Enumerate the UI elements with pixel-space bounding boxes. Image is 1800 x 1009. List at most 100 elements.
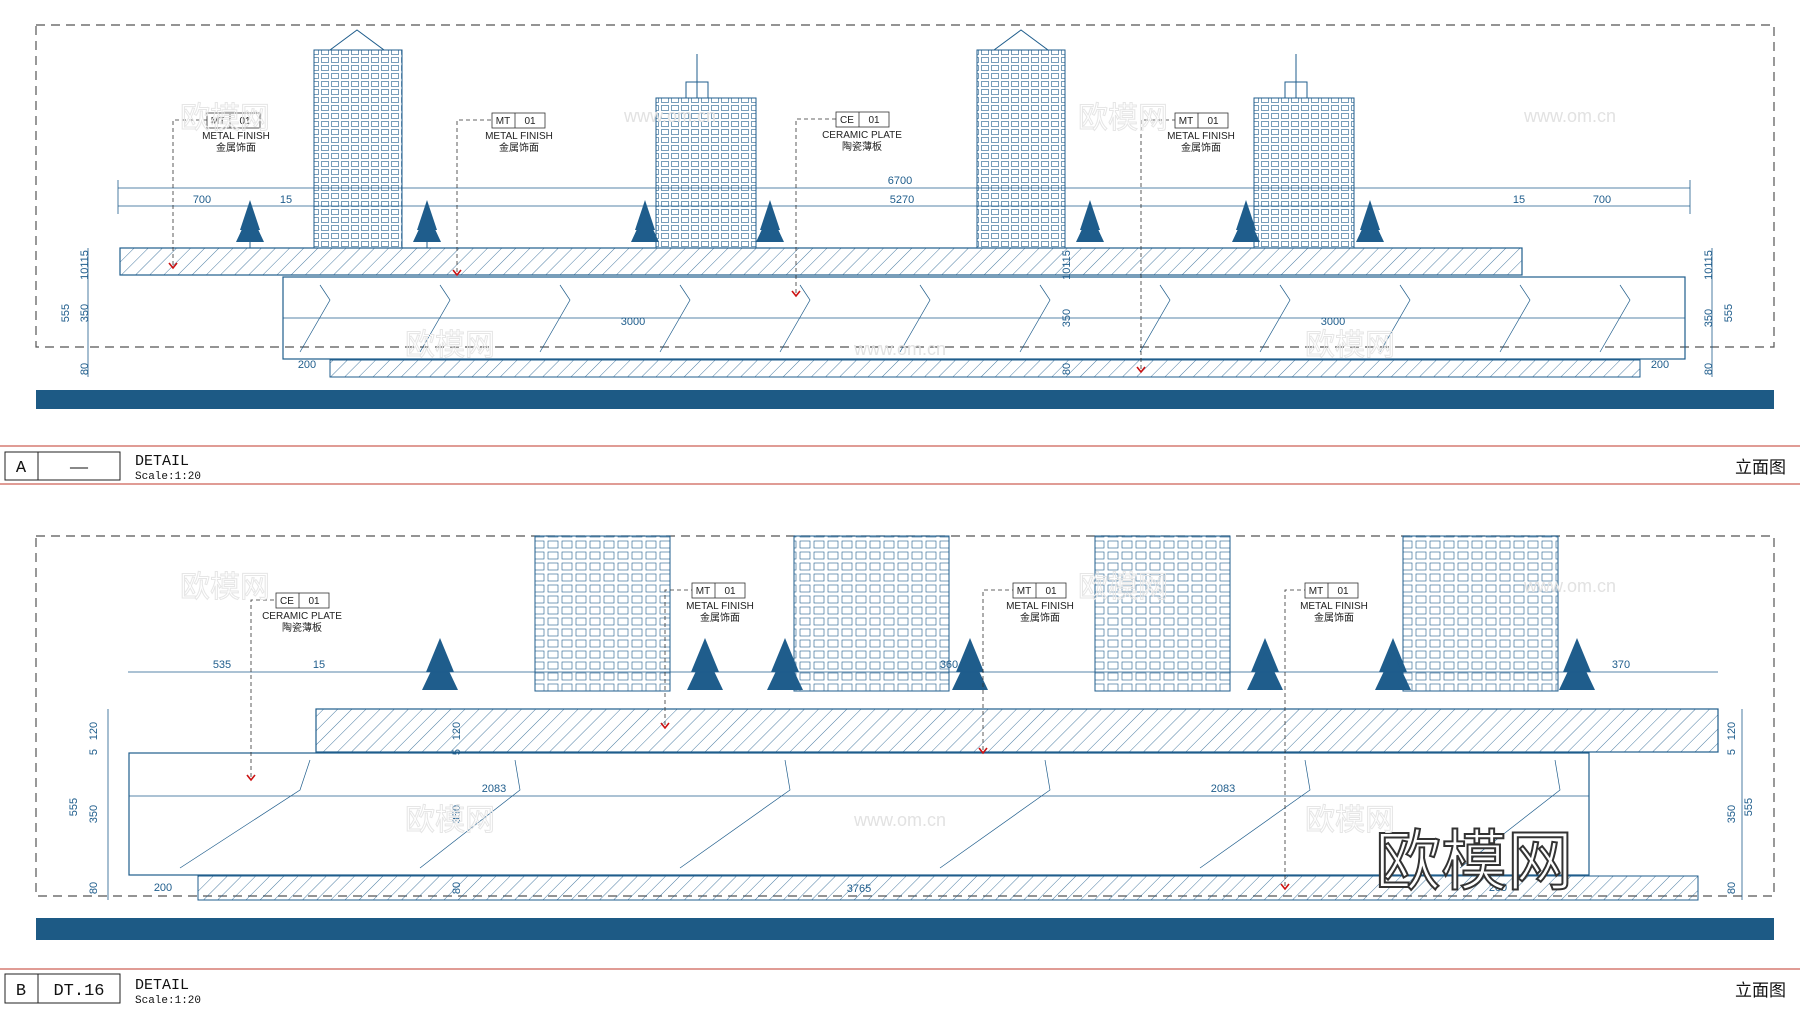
- detail-a-dimension-text: 6700 5270 700 15 15 700 3000 3000 200 20…: [60, 175, 1735, 375]
- watermark-faint: 欧模网: [1305, 804, 1395, 837]
- detail-view-name: 立面图: [1735, 981, 1786, 1000]
- watermark-url: www.om.cn: [623, 106, 716, 126]
- dim-height-mid-left: 350: [88, 805, 100, 823]
- dim-height-mid-center: 350: [1061, 309, 1073, 327]
- callout-code: MT: [496, 116, 510, 127]
- detail-a-ground-bar: [36, 390, 1774, 409]
- dim-bottom: 3765: [847, 883, 871, 895]
- tree-icon: [1076, 200, 1104, 242]
- detail-view-name: 立面图: [1735, 458, 1786, 477]
- detail-b-callout-4: MT 01 METAL FINISH 金属饰面: [1280, 582, 1368, 891]
- tower-icon: [1253, 54, 1355, 249]
- detail-b-callout-3: MT 01 METAL FINISH 金属饰面: [978, 582, 1074, 755]
- callout-code: MT: [1179, 116, 1193, 127]
- detail-a-callout-3: CE 01 CERAMIC PLATE 陶瓷薄板: [791, 111, 902, 298]
- detail-b-stone-texture: [179, 759, 1561, 869]
- tree-icon: [756, 200, 784, 242]
- dim-span-right: 2083: [1211, 783, 1235, 795]
- detail-ref: DT.16: [53, 982, 104, 1001]
- tree-icon: [767, 638, 803, 690]
- callout-label-cn: 金属饰面: [1181, 141, 1221, 154]
- callout-label-en: METAL FINISH: [1300, 601, 1368, 612]
- dim-plinth-left: 200: [154, 882, 172, 894]
- dim-height-mid-center: 350: [451, 805, 463, 823]
- detail-a-stone-texture: [299, 284, 1631, 353]
- callout-label-cn: 陶瓷薄板: [282, 621, 322, 634]
- callout-label-en: METAL FINISH: [1006, 601, 1074, 612]
- dim-height-mid-left: 350: [79, 304, 91, 322]
- callout-label-en: METAL FINISH: [202, 131, 270, 142]
- tree-icon: [1356, 200, 1384, 242]
- dim-height-total-right: 555: [1723, 304, 1735, 322]
- dim-span-right: 3000: [1321, 316, 1345, 328]
- detail-b-base-strip: [197, 875, 1699, 901]
- watermark-faint: 欧模网: [180, 102, 270, 135]
- dim-height-total-left: 555: [68, 798, 80, 816]
- callout-num: 01: [308, 596, 320, 607]
- dim-right: 370: [1612, 659, 1630, 671]
- detail-ref: ——: [69, 460, 89, 477]
- detail-scale: Scale:1:20: [135, 995, 201, 1007]
- dim-plinth-right: 200: [1489, 882, 1507, 894]
- callout-label-cn: 金属饰面: [499, 141, 539, 154]
- dim-height-total-left: 555: [60, 304, 72, 322]
- dim-span-left: 3000: [621, 316, 645, 328]
- callout-label-en: METAL FINISH: [1167, 131, 1235, 142]
- dim-span-left: 2083: [482, 783, 506, 795]
- tower-icon: [655, 54, 757, 249]
- tree-icon: [1247, 638, 1283, 690]
- dim-gap-right: 15: [1513, 194, 1525, 206]
- dim-height-total-right: 555: [1743, 798, 1755, 816]
- dim-mid: 360: [940, 659, 958, 671]
- watermark-logo: 欧模网: [1375, 824, 1573, 898]
- detail-a-frame: [35, 24, 1775, 348]
- callout-label-cn: 金属饰面: [1020, 611, 1060, 624]
- detail-tag: A: [16, 459, 27, 478]
- dim-height-gap-left: 5: [88, 749, 100, 755]
- tree-icon: [1232, 200, 1260, 242]
- detail-tag: B: [16, 982, 26, 1001]
- callout-label-en: METAL FINISH: [686, 601, 754, 612]
- detail-a-dimension-lines: [87, 180, 1713, 377]
- detail-a-callout-1: MT 01 METAL FINISH 金属饰面: [168, 112, 270, 270]
- dim-height-base-center: 80: [451, 882, 463, 894]
- detail-b-ground-bar: [36, 918, 1774, 940]
- callout-label-cn: 陶瓷薄板: [842, 140, 882, 153]
- dim-plinth-left: 200: [298, 359, 316, 371]
- callout-num: 01: [1207, 116, 1219, 127]
- detail-b-dimension-text: 535 15 360 370 2083 2083 3765 200 200 12…: [68, 659, 1755, 895]
- detail-b-stone-panel: [128, 752, 1590, 876]
- watermark-faint: 欧模网: [1078, 571, 1168, 604]
- callout-code: MT: [211, 116, 225, 127]
- callout-num: 01: [1337, 586, 1349, 597]
- building-icon: [1402, 535, 1559, 692]
- building-icon: [534, 535, 671, 692]
- detail-title: DETAIL: [135, 977, 189, 994]
- building-icon: [793, 535, 950, 692]
- detail-a-drawing: 6700 5270 700 15 15 700 3000 3000 200 20…: [35, 24, 1775, 409]
- detail-a-title-bar: A —— DETAIL Scale:1:20 立面图: [0, 445, 1800, 485]
- detail-b-drawing: 535 15 360 370 2083 2083 3765 200 200 12…: [35, 535, 1775, 940]
- dim-plinth-right: 200: [1651, 359, 1669, 371]
- detail-b-callout-1: CE 01 CERAMIC PLATE 陶瓷薄板: [246, 592, 342, 782]
- watermark-faint: 欧模网: [180, 571, 270, 604]
- dim-left: 700: [193, 194, 211, 206]
- detail-scale: Scale:1:20: [135, 471, 201, 483]
- detail-a-trees: [236, 200, 1384, 248]
- callout-label-en: CERAMIC PLATE: [822, 130, 902, 141]
- watermark-faint: 欧模网: [1305, 329, 1395, 362]
- callout-code: CE: [840, 115, 854, 126]
- dim-height-mid-right: 350: [1726, 805, 1738, 823]
- detail-b-callout-2: MT 01 METAL FINISH 金属饰面: [660, 582, 754, 730]
- dim-height-base-left: 80: [79, 363, 91, 375]
- dim-height-top-right: 10115: [1703, 250, 1715, 280]
- dim-height-mid-right: 350: [1703, 309, 1715, 327]
- callout-num: 01: [1045, 586, 1057, 597]
- dim-height-base-left: 80: [88, 882, 100, 894]
- tree-icon: [413, 200, 441, 248]
- watermark-url: www.om.cn: [853, 339, 946, 359]
- dim-height-top-center: 120: [451, 722, 463, 740]
- callout-num: 01: [724, 586, 736, 597]
- callout-label-en: METAL FINISH: [485, 131, 553, 142]
